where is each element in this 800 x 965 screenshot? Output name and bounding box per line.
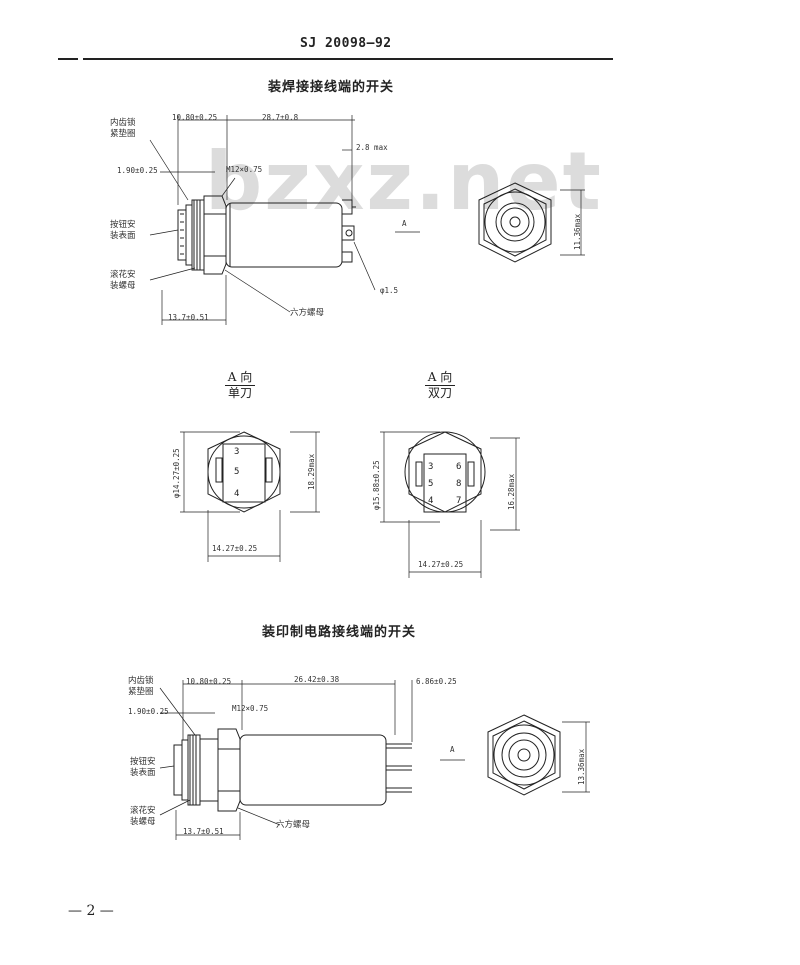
header-rule-long	[83, 58, 613, 60]
dim-1-90: 1.90±0.25	[117, 166, 158, 175]
pin-6-dp: 6	[456, 462, 462, 472]
pin-4: 4	[234, 489, 240, 499]
view-single-title-top: A 向	[224, 370, 256, 386]
page-number: — 2 —	[68, 903, 114, 919]
view-double-title-bottom: 双刀	[427, 386, 452, 400]
switch-side-view-solder	[177, 195, 356, 275]
dim-single-dia: φ14.27±0.25	[172, 448, 181, 498]
view-double-title: A 向 双刀	[420, 370, 460, 401]
page-header: SJ 20098—92	[0, 0, 800, 70]
view-single-title-bottom: 单刀	[227, 386, 252, 400]
dim-m12: M12×0.75	[226, 165, 263, 174]
a-view-single-pole	[180, 431, 320, 562]
dim-2-8-max: 2.8 max	[356, 143, 388, 152]
dim-single-height: 18.29max	[307, 453, 316, 490]
dimension-lines-1	[149, 115, 420, 325]
section2-title: 装印制电路接线端的开关	[262, 625, 417, 640]
label-knurled-nut: 滚花安 装螺母	[110, 270, 136, 291]
dim-10-80: 10.80±0.25	[172, 113, 218, 122]
dim-double-height: 16.28max	[507, 473, 516, 510]
view-double-title-top: A 向	[424, 370, 456, 386]
switch-end-view-solder	[478, 182, 585, 263]
dim2-13-36: 13.36max	[577, 748, 586, 785]
dim-single-width: 14.27±0.25	[212, 544, 258, 553]
dim-11-36: 11.36max	[573, 213, 582, 250]
dim2-1-90: 1.90±0.25	[128, 707, 169, 716]
section1-title: 装焊接接线端的开关	[268, 80, 395, 95]
arrow-a-label: A	[402, 219, 407, 228]
dim2-6-86: 6.86±0.25	[416, 677, 457, 686]
pin-3: 3	[234, 447, 240, 457]
view-single-title: A 向 单刀	[220, 370, 260, 401]
dim-28-7: 28.7±0.8	[262, 113, 299, 122]
dim2-13-7: 13.7±0.51	[183, 827, 224, 836]
pin-8-dp: 8	[456, 479, 462, 489]
dim2-m12: M12×0.75	[232, 704, 269, 713]
pin-5-dp: 5	[428, 479, 434, 489]
header-rule-short	[58, 58, 78, 60]
pin-7-dp: 7	[456, 496, 462, 506]
dimension-lines-2	[159, 680, 465, 840]
label2-inner-washer: 内齿锁 紧垫圈	[128, 676, 154, 697]
watermark: bzxz.net	[205, 135, 603, 228]
dim2-26-42: 26.42±0.38	[294, 675, 340, 684]
pin-3-dp: 3	[428, 462, 434, 472]
arrow2-a-label: A	[450, 745, 455, 754]
label-inner-washer: 内齿锁 紧垫圈	[110, 118, 136, 139]
pin-4-dp: 4	[428, 496, 434, 506]
switch-side-view-pcb	[173, 728, 412, 812]
dim-phi-1-5: φ1.5	[380, 286, 399, 295]
dim-13-7: 13.7±0.51	[168, 313, 209, 322]
label2-hex-nut: 六方螺母	[276, 820, 311, 830]
a-view-double-pole	[380, 431, 520, 578]
dim2-10-80: 10.80±0.25	[186, 677, 232, 686]
switch-end-view-pcb	[487, 714, 590, 796]
label2-mount-panel: 按钮安 装表面	[130, 757, 156, 778]
pin-5: 5	[234, 467, 240, 477]
label-hex-nut: 六方螺母	[290, 308, 325, 318]
label-mount-panel: 按钮安 装表面	[110, 220, 136, 241]
label2-knurled-nut: 滚花安 装螺母	[130, 806, 156, 827]
dim-double-width: 14.27±0.25	[418, 560, 464, 569]
standard-code: SJ 20098—92	[300, 36, 392, 51]
dim-double-dia: φ15.88±0.25	[372, 460, 381, 510]
